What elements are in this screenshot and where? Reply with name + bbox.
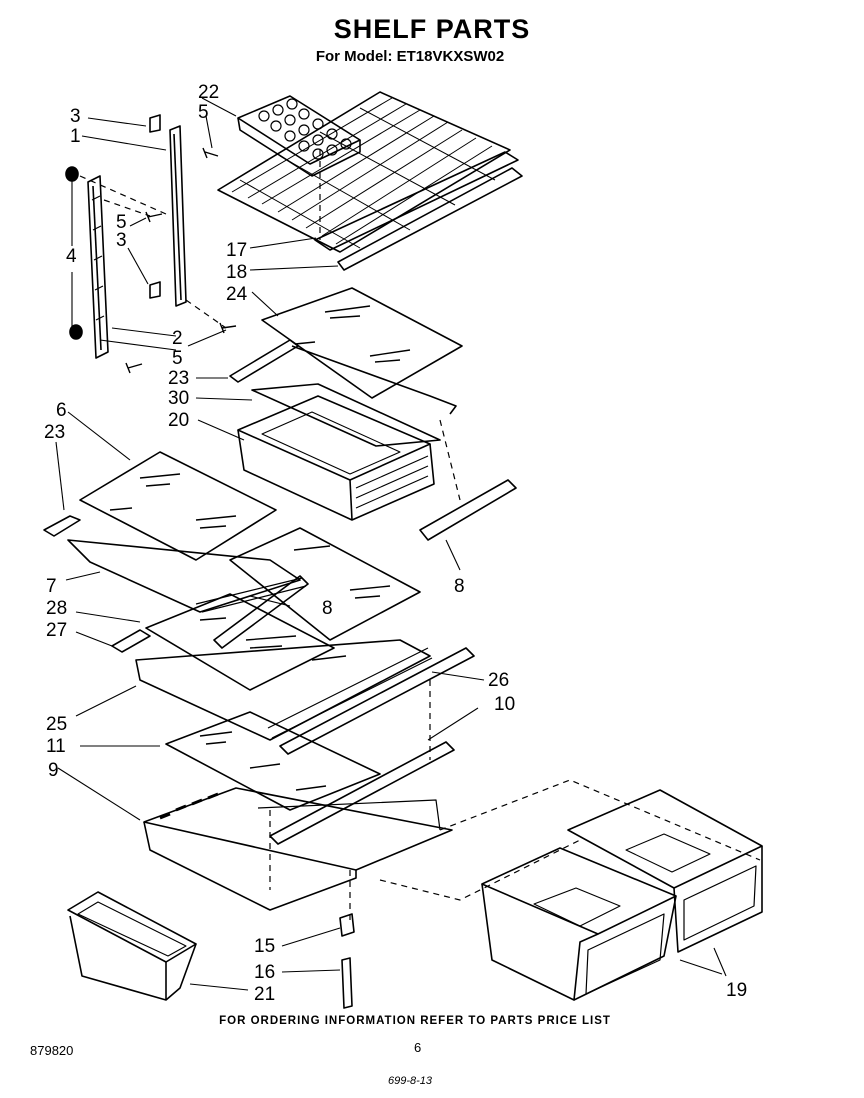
callout-16: 16 — [254, 962, 275, 983]
callout-2: 2 — [172, 328, 183, 349]
callout-26: 26 — [488, 670, 509, 691]
crisper-drawer-back — [567, 789, 763, 953]
shelf-trim-10 — [269, 741, 455, 845]
shelf-trim-8-left — [213, 575, 309, 649]
callout-27: 27 — [46, 620, 67, 641]
ordering-info-note: FOR ORDERING INFORMATION REFER TO PARTS … — [219, 1015, 611, 1027]
glass-shelf-large — [229, 527, 421, 641]
callout-9: 9 — [48, 760, 59, 781]
callout-28: 28 — [46, 598, 67, 619]
dashed-assembly-lines — [79, 150, 761, 920]
callout-1: 1 — [70, 126, 81, 147]
leader-lines — [55, 97, 727, 991]
crisper-drawer-front — [481, 847, 677, 1001]
meat-pan-9 — [143, 787, 453, 911]
shelf-frame-7 — [43, 515, 307, 613]
document-number: 879820 — [30, 1043, 74, 1058]
callout-7: 7 — [46, 576, 57, 597]
handwritten-code: 699-8-13 — [388, 1075, 433, 1087]
pan-support-15-16 — [339, 913, 355, 1009]
door-bin-21 — [67, 891, 197, 1001]
callout-23: 23 — [168, 368, 189, 389]
shelf-frame-25 — [111, 629, 433, 741]
glass-shelf-24 — [261, 287, 463, 399]
callout-23: 23 — [44, 422, 65, 443]
callout-17: 17 — [226, 240, 247, 261]
callout-20: 20 — [168, 410, 189, 431]
callout-22: 22 — [198, 82, 219, 103]
model-subtitle: For Model: ET18VKXSW02 — [315, 48, 505, 65]
shelf-trim-strip — [314, 151, 523, 271]
callout-6: 6 — [56, 400, 67, 421]
callout-3: 3 — [70, 106, 81, 127]
callout-8: 8 — [454, 576, 465, 597]
glass-shelf-28 — [145, 593, 347, 691]
shelf-ladder-rail-right — [169, 125, 187, 307]
shelf-trim-26 — [279, 647, 475, 755]
callout-3: 3 — [116, 230, 127, 251]
callout-5: 5 — [198, 102, 209, 123]
callout-24: 24 — [226, 284, 248, 305]
callout-25: 25 — [46, 714, 67, 735]
glass-shelf-6 — [79, 451, 277, 561]
rail-end-caps — [65, 114, 161, 340]
page-title: SHELF PARTS — [333, 14, 531, 44]
callout-21: 21 — [254, 984, 275, 1005]
wire-shelf — [217, 91, 511, 253]
page-number: 6 — [414, 1040, 422, 1055]
crisper-pan-20 — [237, 395, 435, 521]
mounting-screws — [125, 147, 237, 374]
shelf-trim-8-right — [419, 479, 517, 541]
callout-15: 15 — [254, 936, 275, 957]
callout-labels: 22 5 3 1 5 3 4 17 18 24 2 5 23 30 20 6 2… — [44, 82, 747, 1005]
callout-10: 10 — [494, 694, 515, 715]
callout-4: 4 — [66, 246, 77, 267]
glass-shelf-11 — [165, 711, 381, 811]
callout-11: 11 — [46, 736, 66, 757]
callout-5: 5 — [172, 348, 183, 369]
callout-8: 8 — [322, 598, 333, 619]
callout-5: 5 — [116, 212, 127, 233]
shelf-ladder-rail-left — [87, 175, 109, 359]
crisper-cover-30 — [251, 383, 441, 447]
callout-18: 18 — [226, 262, 247, 283]
callout-30: 30 — [168, 388, 189, 409]
callout-19: 19 — [726, 980, 747, 1001]
ice-cube-tray — [237, 95, 361, 177]
shelf-frame-23 — [229, 339, 457, 415]
